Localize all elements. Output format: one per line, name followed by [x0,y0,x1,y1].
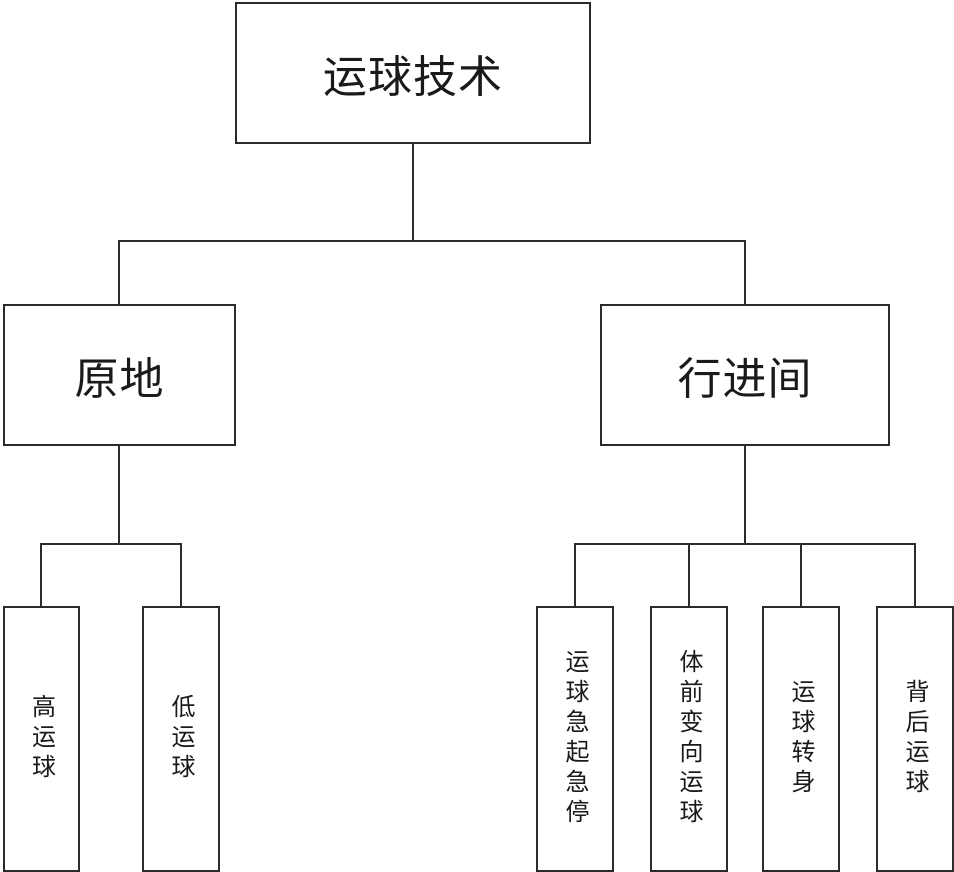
leaf-label-low-dribble: 低运球 [167,694,195,784]
connector-to-leaf-4 [688,543,690,607]
leaf-label-start-stop-dribble: 运球急起急停 [561,649,589,829]
group-node-moving: 行进间 [600,304,890,446]
leaf-node-high-dribble: 高运球 [3,606,80,872]
group-label-moving: 行进间 [677,354,813,405]
leaf-node-low-dribble: 低运球 [142,606,220,872]
leaf-node-behind-back-dribble: 背后运球 [876,606,954,872]
connector-to-group-left [118,240,120,305]
leaf-node-start-stop-dribble: 运球急起急停 [536,606,614,872]
root-label: 运球技术 [323,52,503,103]
connector-root-down [412,142,414,241]
leaf-label-behind-back-dribble: 背后运球 [901,679,929,799]
connector-to-leaf-1 [40,543,42,607]
connector-level1-bar [118,240,746,242]
connector-right-group-down [744,444,746,544]
leaf-node-spin-dribble: 运球转身 [762,606,840,872]
connector-to-leaf-6 [914,543,916,607]
connector-left-group-down [118,444,120,544]
root-node: 运球技术 [235,2,591,144]
leaf-label-crossover-dribble: 体前变向运球 [675,649,703,829]
leaf-label-spin-dribble: 运球转身 [787,679,815,799]
leaf-label-high-dribble: 高运球 [27,694,56,784]
connector-to-leaf-2 [180,543,182,607]
connector-to-group-right [744,240,746,305]
connector-right-children-bar [574,543,916,545]
group-node-stationary: 原地 [3,304,236,446]
connector-to-leaf-5 [800,543,802,607]
leaf-node-crossover-dribble: 体前变向运球 [650,606,728,872]
connector-left-children-bar [40,543,182,545]
group-label-stationary: 原地 [74,354,165,405]
connector-to-leaf-3 [574,543,576,607]
